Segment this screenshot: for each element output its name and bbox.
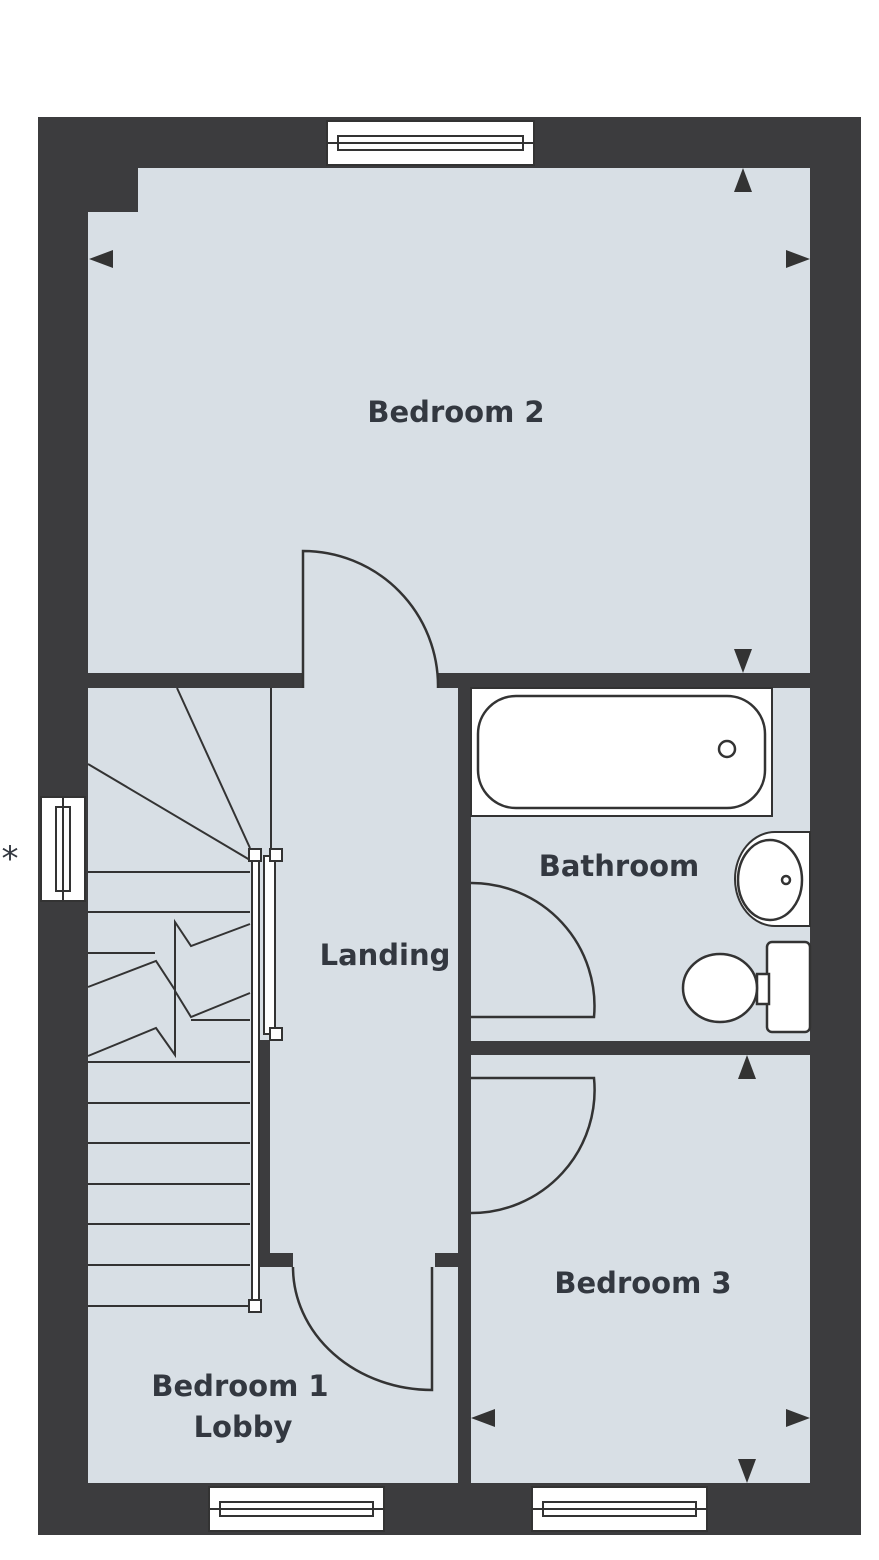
wall-bathroom-left-top <box>458 673 471 883</box>
toilet <box>681 940 812 1034</box>
wall-bathroom-bottom <box>458 1041 810 1055</box>
doors <box>291 549 596 1392</box>
arrow-up-icon <box>734 168 752 192</box>
door-bedroom-2 <box>301 549 440 689</box>
asterisk-note-mark: * <box>2 839 19 879</box>
window-bedroom-3 <box>531 1486 708 1532</box>
stair-break-line <box>87 918 251 994</box>
arrow-up-icon <box>738 1055 756 1079</box>
wall-landing-left-stub <box>258 1253 293 1267</box>
arrow-down-icon <box>738 1459 756 1483</box>
room-label-lobby: Lobby <box>194 1410 293 1444</box>
banister <box>248 848 283 1313</box>
bathroom-fixtures <box>470 687 812 1034</box>
room-label-bedroom-2: Bedroom 2 <box>367 395 544 429</box>
room-label-landing: Landing <box>320 938 451 972</box>
room-label-bedroom-3: Bedroom 3 <box>554 1266 731 1300</box>
room-label-bedroom-1: Bedroom 1 <box>151 1369 328 1403</box>
basin-tap-icon <box>780 874 792 886</box>
window-bedroom-1-lobby <box>208 1486 385 1532</box>
arrow-right-icon <box>786 250 810 268</box>
window-stair <box>40 796 86 902</box>
stair-winder-1 <box>176 687 251 849</box>
wall-bedroom3-left <box>458 1213 471 1483</box>
stair-break-line <box>87 987 251 1059</box>
interior-walls <box>88 673 810 1483</box>
wash-basin <box>734 831 811 927</box>
wall-lobby-right-stub <box>435 1253 458 1267</box>
arrow-left-icon <box>471 1409 495 1427</box>
door-bedroom-3 <box>470 1076 596 1215</box>
room-label-bathroom: Bathroom <box>539 849 700 883</box>
door-bedroom-1-lobby <box>291 1266 434 1392</box>
bathtub <box>470 687 773 817</box>
arrow-right-icon <box>786 1409 810 1427</box>
stair-winder-2 <box>87 763 251 861</box>
bathtub-drain-icon <box>717 739 737 759</box>
staircase <box>87 687 272 1307</box>
wall-bedroom2-bottom <box>438 673 810 688</box>
bedroom-1-lobby-floor <box>88 1253 458 1483</box>
arrow-left-icon <box>89 250 113 268</box>
measurement-arrows <box>89 168 810 1483</box>
windows <box>40 120 708 1532</box>
stair-area-floor <box>88 688 258 1253</box>
arrow-down-icon <box>734 649 752 673</box>
wall-landing-left <box>258 1040 270 1253</box>
bedroom-2-floor <box>88 168 810 688</box>
wall-bedroom2-bottom-left <box>88 673 303 688</box>
bedroom-3-floor <box>471 1055 810 1483</box>
door-bathroom <box>470 881 596 1019</box>
window-bedroom-2 <box>326 120 535 166</box>
landing-floor <box>258 688 458 1390</box>
